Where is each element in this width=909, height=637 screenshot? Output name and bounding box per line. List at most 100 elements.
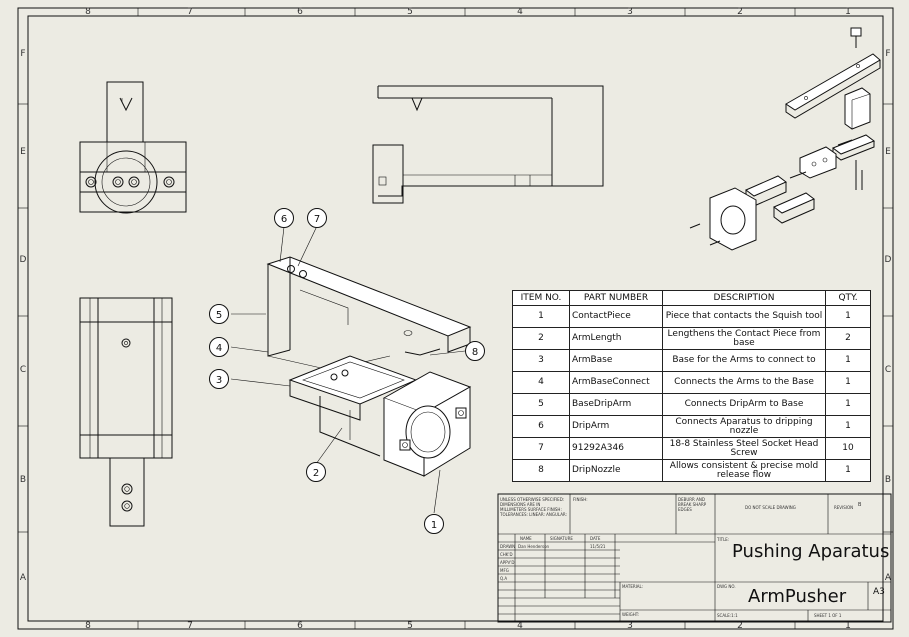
balloon-4: 4 — [209, 337, 229, 357]
zone-row-D-r: D — [885, 255, 892, 265]
bom-cell-part: ContactPiece — [569, 305, 663, 328]
zone-row-F-l: F — [20, 49, 25, 59]
tb-role-drawn: DRAWN — [500, 544, 516, 549]
side-view — [372, 85, 604, 204]
bom-cell-desc: Base for the Arms to connect to — [662, 349, 826, 372]
tb-role-mfg: MFG — [500, 568, 509, 573]
tb-title: Pushing Aparatus — [732, 541, 890, 562]
bom-cell-desc: Connects Aparatus to dripping nozzle — [662, 415, 826, 438]
zone-col-1-t: 1 — [845, 7, 851, 17]
balloon-label-3: 3 — [216, 375, 222, 386]
bom-cell-item: 3 — [512, 349, 570, 372]
tb-revision-value: B — [858, 502, 862, 508]
bom-cell-item: 6 — [512, 415, 570, 438]
bom-cell-item: 1 — [512, 305, 570, 328]
zone-col-4-b: 4 — [517, 621, 523, 631]
zone-col-2-t: 2 — [737, 7, 743, 17]
balloon-6: 6 — [274, 208, 294, 228]
bom-cell-qty: 1 — [825, 371, 871, 394]
exploded-view — [689, 27, 881, 251]
tb-sheet-size: A3 — [873, 587, 885, 597]
tb-drawn-date: 11/5/21 — [590, 544, 606, 549]
tb-signature-header: SIGNATURE — [550, 536, 573, 541]
bom-cell-desc: Allows consistent & precise mold release… — [662, 459, 826, 482]
bom-cell-qty: 1 — [825, 415, 871, 438]
tb-deburr: DEBURR AND BREAK SHARP EDGES — [678, 497, 707, 512]
tb-revision: REVISION — [834, 505, 854, 510]
zone-col-7-t: 7 — [187, 7, 193, 17]
balloon-7: 7 — [307, 208, 327, 228]
bom-header-description: DESCRIPTION — [662, 290, 826, 306]
tb-dwg-number: ArmPusher — [748, 586, 847, 607]
bom-header-item: ITEM NO. — [512, 290, 570, 306]
zone-row-E-l: E — [20, 147, 26, 157]
balloon-label-8: 8 — [472, 347, 478, 358]
bom-cell-qty: 1 — [825, 349, 871, 372]
bom-cell-part: DripNozzle — [569, 459, 663, 482]
balloon-label-2: 2 — [313, 468, 319, 479]
bom-cell-qty: 1 — [825, 393, 871, 416]
tb-scale: SCALE:1:1 — [717, 613, 738, 618]
bom-cell-desc: Piece that contacts the Squish tool — [662, 305, 826, 328]
tb-role-checked: CHK'D — [500, 552, 513, 557]
inner-border — [27, 15, 884, 622]
bom-cell-desc: 18-8 Stainless Steel Socket Head Screw — [662, 437, 826, 460]
tb-role-approved: APPV'D — [500, 560, 515, 565]
balloon-label-6: 6 — [281, 214, 287, 225]
balloon-2: 2 — [306, 462, 326, 482]
balloon-label-7: 7 — [314, 214, 320, 225]
bom-cell-item: 2 — [512, 327, 570, 350]
bom-cell-desc: Connects DripArm to Base — [662, 393, 826, 416]
zone-col-5-t: 5 — [407, 7, 413, 17]
bom-cell-item: 4 — [512, 371, 570, 394]
zone-col-2-b: 2 — [737, 621, 743, 631]
outer-border — [17, 7, 894, 630]
zone-row-A-l: A — [20, 573, 27, 583]
tb-drawn-name: Dan Henderson — [518, 544, 550, 549]
zone-col-6-b: 6 — [297, 621, 303, 631]
zone-row-D-l: D — [20, 255, 27, 265]
bom-header-qty: QTY. — [825, 290, 871, 306]
title-block-lines — [497, 493, 892, 623]
bom-cell-part: BaseDripArm — [569, 393, 663, 416]
zone-row-C-r: C — [885, 365, 891, 375]
bom-header-row: ITEM NO. PART NUMBER DESCRIPTION QTY. — [512, 290, 871, 306]
top-view — [79, 297, 173, 527]
tb-name-header: NAME — [520, 536, 532, 541]
front-view — [79, 81, 187, 214]
balloon-label-5: 5 — [216, 310, 222, 321]
bom-cell-item: 8 — [512, 459, 570, 482]
balloon-5: 5 — [209, 304, 229, 324]
zone-row-E-r: E — [885, 147, 891, 157]
zone-col-8-b: 8 — [85, 621, 91, 631]
zone-col-1-b: 1 — [845, 621, 851, 631]
tb-title-label: TITLE: — [717, 537, 730, 542]
bom-cell-qty: 2 — [825, 327, 871, 350]
zone-row-B-l: B — [20, 475, 26, 485]
zone-row-A-r: A — [885, 573, 892, 583]
balloon-leaders — [230, 225, 466, 514]
bom-cell-part: ArmLength — [569, 327, 663, 350]
bom-cell-item: 7 — [512, 437, 570, 460]
tb-do-not-scale: DO NOT SCALE DRAWING — [745, 505, 796, 510]
zone-col-5-b: 5 — [407, 621, 413, 631]
zone-col-3-t: 3 — [627, 7, 633, 17]
balloon-3: 3 — [209, 369, 229, 389]
bom-cell-part: ArmBaseConnect — [569, 371, 663, 394]
bom-cell-qty: 10 — [825, 437, 871, 460]
zone-row-B-r: B — [885, 475, 891, 485]
